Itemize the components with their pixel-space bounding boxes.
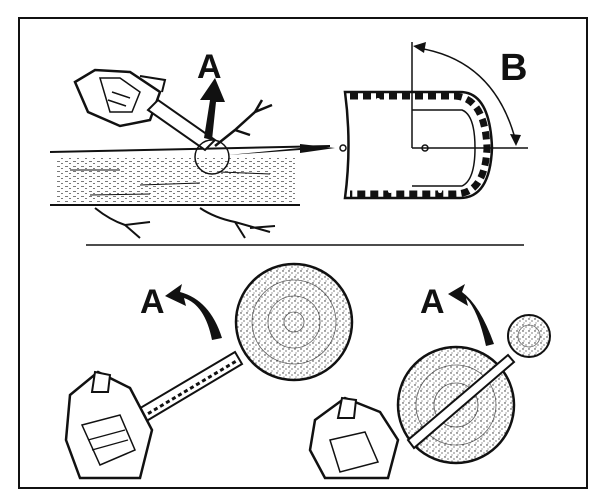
horizontal-log	[50, 146, 330, 205]
chain-bar-detail-icon	[340, 92, 492, 198]
label-a-bottom-right: A	[420, 283, 445, 321]
chainsaw-icon	[75, 70, 215, 150]
chainsaw-icon	[310, 398, 398, 478]
chainsaw-icon	[66, 372, 152, 478]
label-b: B	[500, 47, 527, 89]
kickback-arrow-icon	[200, 78, 225, 140]
twig	[215, 100, 272, 146]
top-left-scene: A	[50, 48, 335, 238]
kickback-arrow-icon	[448, 284, 494, 346]
kickback-arrow-icon	[165, 284, 222, 340]
log-cross-section-icon	[508, 315, 550, 357]
bottom-left-scene: A	[66, 264, 352, 478]
label-a-bottom-left: A	[140, 283, 165, 321]
label-a-top: A	[197, 48, 222, 86]
log-cross-section-icon	[236, 264, 352, 380]
log-branches	[95, 208, 275, 238]
